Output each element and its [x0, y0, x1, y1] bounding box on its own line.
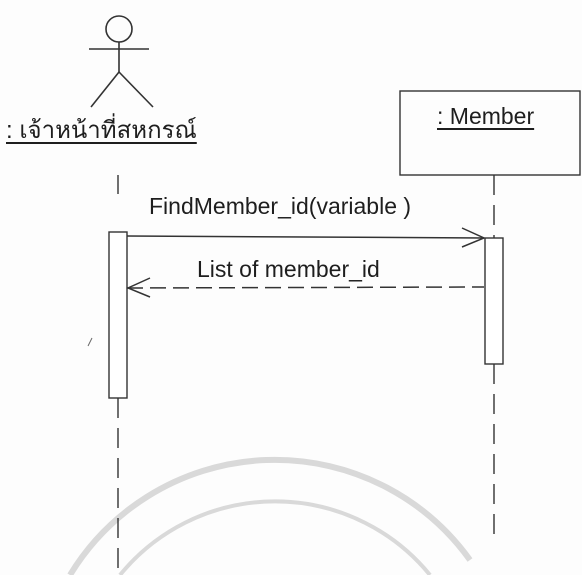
actor-head: [105, 15, 133, 43]
member-activation-bar: [484, 237, 504, 365]
actor-label: : เจ้าหน้าที่สหกรณ์: [6, 117, 197, 144]
actor-left-leg: [90, 71, 120, 108]
member-object-label: : Member: [437, 103, 535, 129]
stray-mark: [87, 337, 93, 347]
member-object-box: [399, 90, 581, 176]
actor-activation-bar: [108, 231, 128, 399]
message-return-label: List of member_id: [197, 256, 380, 282]
actor-figure: [89, 15, 154, 108]
message-return-arrow: [126, 277, 485, 298]
message-call-arrow: [126, 227, 486, 248]
message-call-label: FindMember_id(variable ): [149, 193, 412, 219]
actor-right-leg: [118, 71, 154, 108]
watermark: [67, 456, 473, 575]
